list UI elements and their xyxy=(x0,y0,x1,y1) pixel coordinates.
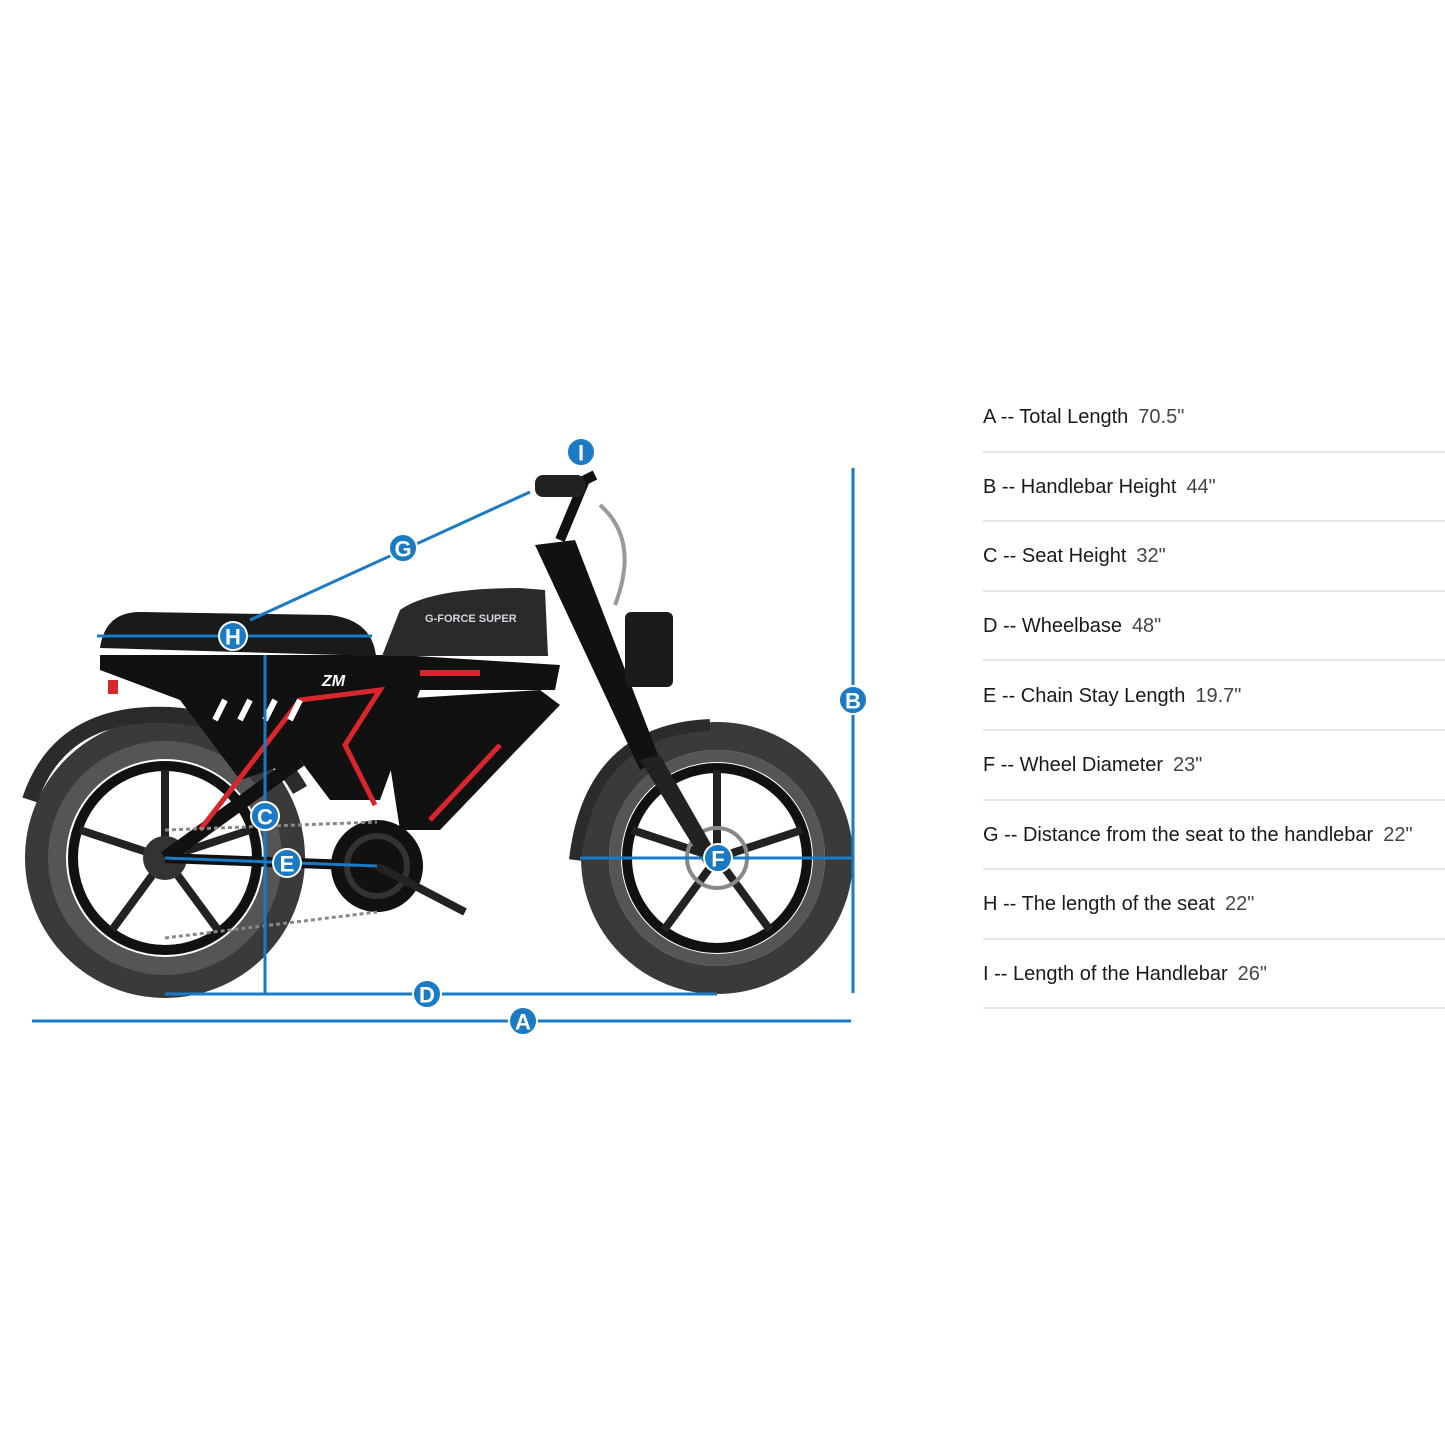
spec-row-handlebar-length: I -- Length of the Handlebar 26" xyxy=(983,940,1445,1010)
marker-i: I xyxy=(566,437,596,467)
spec-label: G -- Distance from the seat to the handl… xyxy=(983,823,1374,846)
spec-value: 48" xyxy=(1131,615,1162,638)
spec-label: C -- Seat Height xyxy=(983,545,1127,568)
spec-value: 23" xyxy=(1173,754,1203,777)
marker-e: E xyxy=(272,848,302,878)
marker-c: C xyxy=(250,801,280,831)
spec-list: A -- Total Length 70.5" B -- Handlebar He… xyxy=(983,383,1445,1010)
spec-label: D -- Wheelbase xyxy=(983,615,1122,638)
dimension-line-e xyxy=(164,856,378,868)
spec-label: B -- Handlebar Height xyxy=(983,475,1177,498)
spec-value: 32" xyxy=(1136,545,1166,568)
spec-row-seat-to-handlebar: G -- Distance from the seat to the handl… xyxy=(983,801,1445,871)
marker-g: G xyxy=(388,533,418,563)
tank-logo: G-FORCE SUPER xyxy=(425,613,517,625)
dimension-line-g xyxy=(249,490,531,622)
svg-text:A: A xyxy=(515,1010,531,1035)
marker-a: A xyxy=(508,1006,538,1036)
spec-row-wheelbase: D -- Wheelbase 48" xyxy=(983,592,1445,662)
marker-h: H xyxy=(218,621,248,651)
spec-value: 26" xyxy=(1237,963,1267,986)
svg-text:D: D xyxy=(419,983,435,1008)
svg-text:C: C xyxy=(257,805,273,830)
spec-value: 22" xyxy=(1383,823,1413,846)
spec-label: E -- Chain Stay Length xyxy=(983,684,1186,707)
marker-f: F xyxy=(703,843,733,873)
spec-value: 22" xyxy=(1224,893,1255,916)
svg-text:H: H xyxy=(225,625,241,650)
svg-text:F: F xyxy=(711,847,724,872)
spec-row-chain-stay: E -- Chain Stay Length 19.7" xyxy=(983,661,1445,731)
marker-d: D xyxy=(412,979,442,1009)
spec-value: 44" xyxy=(1186,475,1216,498)
spec-value: 19.7" xyxy=(1195,684,1242,707)
svg-text:G: G xyxy=(394,537,411,562)
spec-row-handlebar-height: B -- Handlebar Height 44" xyxy=(983,453,1445,523)
spec-label: A -- Total Length xyxy=(983,406,1129,429)
spec-row-seat-height: C -- Seat Height 32" xyxy=(983,522,1445,592)
marker-b: B xyxy=(838,685,868,715)
spec-row-total-length: A -- Total Length 70.5" xyxy=(983,383,1445,453)
spec-label: H -- The length of the seat xyxy=(983,893,1215,916)
svg-text:B: B xyxy=(845,689,861,714)
svg-text:I: I xyxy=(578,441,584,466)
svg-text:E: E xyxy=(280,852,295,877)
spec-label: F -- Wheel Diameter xyxy=(983,754,1164,777)
frame-logo: ZM xyxy=(321,673,346,690)
tank: G-FORCE SUPER xyxy=(382,588,548,656)
spec-row-wheel-diameter: F -- Wheel Diameter 23" xyxy=(983,731,1445,801)
spec-row-seat-length: H -- The length of the seat 22" xyxy=(983,870,1445,940)
spec-value: 70.5" xyxy=(1138,406,1185,429)
spec-label: I -- Length of the Handlebar xyxy=(983,963,1228,986)
